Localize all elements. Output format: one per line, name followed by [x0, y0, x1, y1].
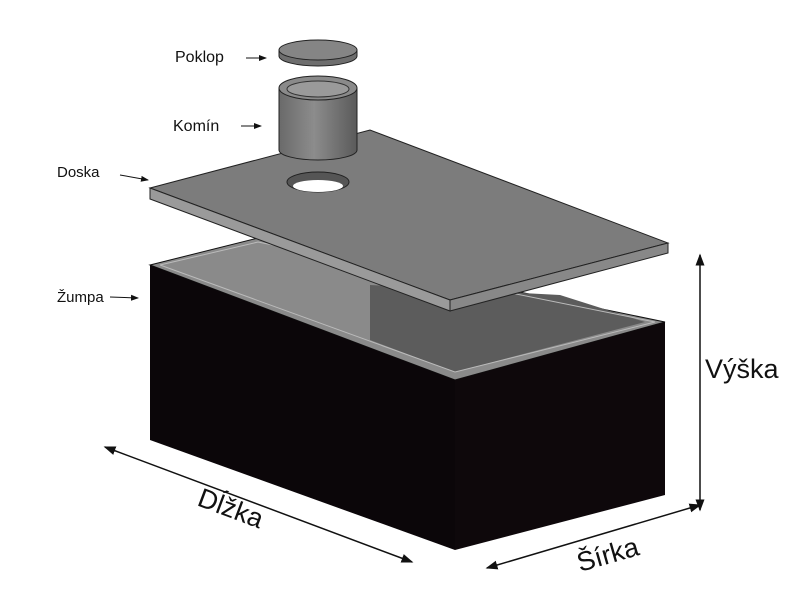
label-vyska: Výška — [705, 354, 780, 384]
arrow-doska — [119, 174, 149, 182]
dimension-width-line — [485, 503, 702, 570]
lid — [278, 39, 358, 67]
dimension-length-line — [103, 446, 414, 563]
label-komin: Komín — [173, 118, 219, 135]
label-poklop: Poklop — [175, 49, 224, 66]
label-doska: Doska — [57, 164, 100, 181]
slab — [148, 129, 670, 312]
chimney — [278, 75, 358, 161]
label-sirka: Šírka — [573, 530, 643, 577]
slab-side-edge — [449, 242, 669, 312]
arrow-zumpa — [109, 294, 139, 301]
label-zumpa: Žumpa — [57, 289, 104, 306]
label-dlzka: Dĺžka — [194, 482, 269, 535]
tank-side-face — [455, 322, 665, 550]
